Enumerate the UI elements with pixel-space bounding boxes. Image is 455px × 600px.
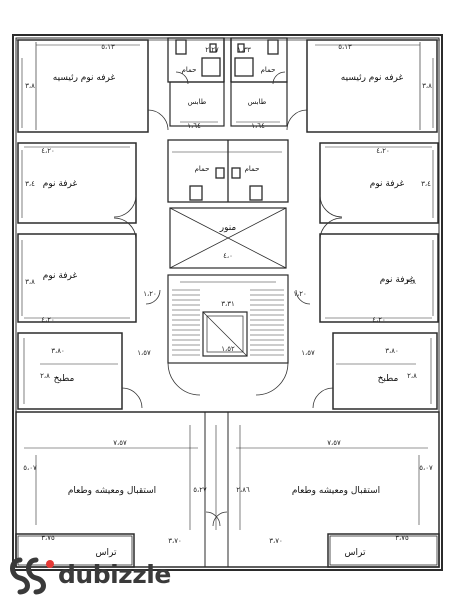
dim-right-bedroom1-height: ٣،٤ bbox=[421, 180, 431, 188]
left-bedroom-2 bbox=[17, 233, 137, 323]
left-master-bedroom-label: غرفه نوم رئيسيه bbox=[53, 73, 116, 83]
terrace-door-swings bbox=[205, 511, 228, 527]
dim-right-terrace-inner: ٣،٧٠ bbox=[269, 537, 283, 545]
left-reception-label: استقبال ومعيشه وطعام bbox=[68, 486, 156, 496]
dim-right-bedroom-width: ٤،٢٠ bbox=[376, 147, 390, 155]
center-bathrooms bbox=[167, 139, 289, 203]
dim-left-kitchen-height: ٢،٨ bbox=[40, 372, 50, 380]
stair-core bbox=[167, 274, 289, 364]
dim-left-lobby: ١،٢٠ bbox=[143, 290, 157, 298]
dim-right-kitchen-side: ١،٥٧ bbox=[301, 349, 315, 357]
dim-left-bedroom2-height: ٣،٨ bbox=[25, 278, 35, 286]
right-terrace-label: تراس bbox=[345, 548, 366, 558]
left-kitchen bbox=[17, 332, 123, 410]
door-swings-landing bbox=[145, 289, 311, 396]
dim-shaft: ٤،٠ bbox=[223, 252, 233, 260]
left-kitchen-label: مطبخ bbox=[54, 374, 75, 384]
dim-right-kitchen-height: ٢،٨ bbox=[407, 372, 417, 380]
left-master-bedroom bbox=[17, 39, 149, 133]
right-bedroom-1 bbox=[319, 142, 439, 224]
dim-left-bedroom2-width: ٤،٢٠ bbox=[41, 316, 55, 324]
dressing-rooms bbox=[169, 81, 288, 127]
dim-bath-b: ١،٣٣ bbox=[237, 46, 251, 54]
door-swings-top bbox=[147, 71, 308, 131]
dim-right-terrace-width: ٣،٧٥ bbox=[395, 534, 409, 542]
dim-left-terrace-inner: ٣،٧٠ bbox=[168, 537, 182, 545]
dim-corridor-left: ١،٦٤ bbox=[187, 122, 201, 130]
dim-left-bedroom-width: ٤،٢٠ bbox=[41, 147, 55, 155]
door-swings-bedrooms bbox=[113, 194, 343, 241]
right-bathroom-label: حمام bbox=[261, 66, 276, 74]
light-shaft bbox=[169, 207, 287, 269]
dim-left-reception-mid: ٥،٢٧ bbox=[193, 486, 207, 494]
stair-treads-right bbox=[250, 289, 284, 356]
dim-right-lobby: ١،٢٠ bbox=[293, 290, 307, 298]
dim-right-reception-width: ٧،٥٧ bbox=[327, 439, 341, 447]
dim-right-bedroom2-width: ٤،٢٠ bbox=[372, 316, 386, 324]
watermark-brand: dubizzle bbox=[58, 560, 171, 589]
left-terrace bbox=[15, 533, 135, 568]
shaft-label: منور bbox=[219, 223, 237, 233]
right-bedroom-2-label: غرفة نوم bbox=[380, 275, 415, 285]
center-left-bathroom-label: حمام bbox=[195, 165, 210, 173]
dim-right-kitchen-width: ٣،٨٠ bbox=[385, 347, 399, 355]
right-terrace bbox=[327, 533, 440, 568]
dim-left-terrace-width: ٣،٧٥ bbox=[41, 534, 55, 542]
right-master-bedroom-label: غرفه نوم رئيسيه bbox=[341, 73, 404, 83]
right-kitchen-label: مطبخ bbox=[378, 374, 399, 384]
dim-corridor-right: ١،٦٤ bbox=[251, 122, 265, 130]
dubizzle-watermark: dubizzle bbox=[6, 556, 171, 596]
reception-area bbox=[15, 411, 440, 568]
left-dressing-label: طابس bbox=[188, 98, 207, 106]
dubizzle-logo-icon bbox=[10, 557, 54, 595]
dim-right-master-height: ٣،٨ bbox=[422, 82, 432, 90]
top-bathrooms bbox=[167, 37, 288, 83]
right-dressing-label: طابس bbox=[248, 98, 267, 106]
left-bedroom-1-label: غرفة نوم bbox=[43, 179, 78, 189]
dim-right-reception-mid: ٢،٨٦ bbox=[236, 486, 250, 494]
dim-left-kitchen-side: ١،٥٧ bbox=[137, 349, 151, 357]
stair-treads-left bbox=[172, 289, 200, 356]
dim-stair-a: ٣،٣١ bbox=[221, 300, 235, 308]
dim-left-master-width: ٥،١٣ bbox=[101, 43, 115, 51]
right-bedroom-1-label: غرفة نوم bbox=[370, 179, 405, 189]
center-right-bathroom-label: حمام bbox=[245, 165, 260, 173]
left-terrace-label: تراس bbox=[96, 548, 117, 558]
left-bedroom-1 bbox=[17, 142, 137, 224]
top-dimension-line bbox=[16, 39, 440, 130]
right-reception-label: استقبال ومعيشه وطعام bbox=[292, 486, 380, 496]
left-bathroom-label: حمام bbox=[182, 66, 197, 74]
dim-stair-b: ١،٥٢ bbox=[221, 345, 235, 353]
dim-left-reception-width: ٧،٥٧ bbox=[113, 439, 127, 447]
dim-right-master-width: ٥،١٣ bbox=[338, 43, 352, 51]
dim-right-bedroom2-height: ٣،٨ bbox=[406, 278, 416, 286]
left-bedroom-2-label: غرفة نوم bbox=[43, 271, 78, 281]
right-kitchen bbox=[332, 332, 438, 410]
dim-left-reception-height: ٥،٠٧ bbox=[23, 464, 37, 472]
right-master-bedroom bbox=[306, 39, 438, 133]
dim-left-master-height: ٣،٨ bbox=[25, 82, 35, 90]
dim-right-reception-height: ٥،٠٧ bbox=[419, 464, 433, 472]
dim-bath-a: ٢،٢٧ bbox=[205, 46, 219, 54]
right-bedroom-2 bbox=[319, 233, 439, 323]
dim-left-kitchen-width: ٣،٨٠ bbox=[51, 347, 65, 355]
dim-left-bedroom1-height: ٣،٤ bbox=[25, 180, 35, 188]
door-swings-kitchens bbox=[121, 387, 334, 409]
